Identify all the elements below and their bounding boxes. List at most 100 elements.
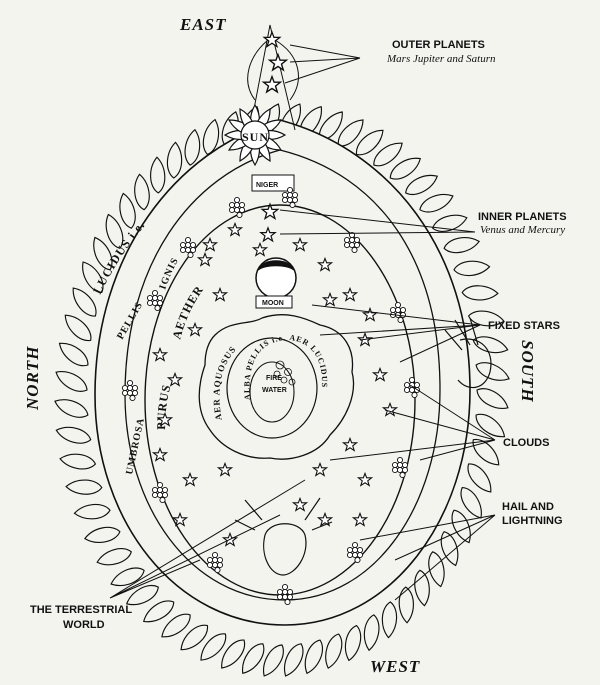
feather xyxy=(461,284,499,302)
cloud-droplet xyxy=(408,376,416,384)
moon-badge xyxy=(255,295,293,309)
cloud-droplet xyxy=(189,241,197,249)
cloud-droplet xyxy=(413,381,421,389)
moon-label: MOON xyxy=(262,300,284,307)
terrestrial-label-line1: THE TERRESTRIAL xyxy=(30,604,132,616)
cloud-droplet xyxy=(281,593,289,601)
cloud-droplet xyxy=(348,236,356,244)
cloud-droplet xyxy=(401,461,409,469)
cloud-droplet xyxy=(131,389,139,397)
cloud-droplet xyxy=(184,246,192,254)
sun-symbol xyxy=(224,104,286,166)
cloud-droplet xyxy=(156,481,164,489)
cloud-droplet xyxy=(206,561,214,569)
clouds-label: CLOUDS xyxy=(503,437,549,449)
feather xyxy=(351,124,389,161)
cloud-droplet xyxy=(238,206,246,214)
cloud-droplet xyxy=(184,241,192,249)
cloud-droplet xyxy=(233,206,241,214)
cloud-droplet xyxy=(216,561,224,569)
feather xyxy=(175,619,213,656)
feather xyxy=(442,233,482,256)
cloud-droplet xyxy=(211,551,219,559)
cloud-droplet xyxy=(281,583,289,591)
cloud-droplet xyxy=(214,566,221,574)
feather xyxy=(462,459,497,497)
cloud-droplet xyxy=(396,456,404,464)
cloud-droplet xyxy=(233,196,241,204)
cloud-droplet xyxy=(343,241,351,249)
feather xyxy=(452,259,491,278)
feather xyxy=(430,210,470,236)
cloud-droplet xyxy=(391,461,399,469)
feather xyxy=(149,156,166,194)
cloud-droplet xyxy=(211,561,219,569)
feather xyxy=(131,172,152,212)
cloud-droplet xyxy=(228,201,236,209)
terrestrial-label-line2: WORLD xyxy=(63,619,105,631)
feather xyxy=(472,383,513,415)
leader-lines xyxy=(109,44,496,601)
cloud-droplet xyxy=(396,461,404,469)
cloud-droplet xyxy=(411,391,418,399)
cloud-droplet xyxy=(286,186,294,194)
cloud-droplet xyxy=(146,294,154,302)
cloud-droplet xyxy=(291,196,299,204)
cloud-droplet xyxy=(236,211,243,219)
feather xyxy=(166,141,184,179)
south-wind-head xyxy=(444,317,492,389)
cloud-droplet xyxy=(233,201,241,209)
cloud-droplet xyxy=(151,294,159,302)
feather xyxy=(215,635,251,673)
feather xyxy=(156,608,196,643)
cloud-droplet xyxy=(389,306,397,314)
cloud-droplet xyxy=(399,306,407,314)
cloud-droplet xyxy=(391,466,399,474)
hail-label-line1: HAIL AND xyxy=(502,501,554,513)
cloud-droplet xyxy=(286,196,294,204)
feather xyxy=(51,394,92,423)
cloud-droplet xyxy=(281,588,289,596)
cloud-droplet xyxy=(156,486,164,494)
feather xyxy=(380,601,398,639)
cloud-droplet xyxy=(161,486,169,494)
cloud-droplet xyxy=(284,598,291,606)
cloud-droplet xyxy=(281,191,289,199)
cloud-droplet xyxy=(403,386,411,394)
feather xyxy=(195,628,232,666)
cloud-droplet xyxy=(343,236,351,244)
cloud-droplet xyxy=(286,588,294,596)
feather xyxy=(257,640,289,681)
south-label: SOUTH xyxy=(518,340,537,403)
feather xyxy=(182,128,203,167)
cloud-droplet xyxy=(348,241,356,249)
sun-label: SUN xyxy=(242,130,269,144)
cloud-droplet xyxy=(126,384,134,392)
cloud-droplet xyxy=(129,394,136,402)
cloud-droplet xyxy=(121,389,129,397)
water-sphere xyxy=(226,337,318,439)
cloud-droplet xyxy=(353,236,361,244)
cloud-droplet xyxy=(151,491,159,499)
cloud-droplet xyxy=(354,556,361,564)
cloud-droplet xyxy=(206,556,214,564)
east-spire xyxy=(247,24,299,131)
cloud-droplet xyxy=(356,551,364,559)
feather xyxy=(82,524,122,547)
cloud-droplet xyxy=(179,241,187,249)
outer-planets-label: OUTER PLANETS xyxy=(392,39,485,51)
cloud-droplet xyxy=(187,251,194,259)
core-dots xyxy=(273,360,296,386)
feather xyxy=(94,544,134,570)
cloud-droplet xyxy=(161,491,169,499)
feather xyxy=(53,422,94,448)
cloud-region xyxy=(198,314,355,460)
feather xyxy=(65,478,103,496)
cloud-droplet xyxy=(353,241,361,249)
cloud-clusters xyxy=(121,186,421,606)
cloud-droplet xyxy=(216,556,224,564)
cloud-droplet xyxy=(351,551,359,559)
cloud-droplet xyxy=(159,496,166,504)
moon-symbol xyxy=(255,257,297,299)
